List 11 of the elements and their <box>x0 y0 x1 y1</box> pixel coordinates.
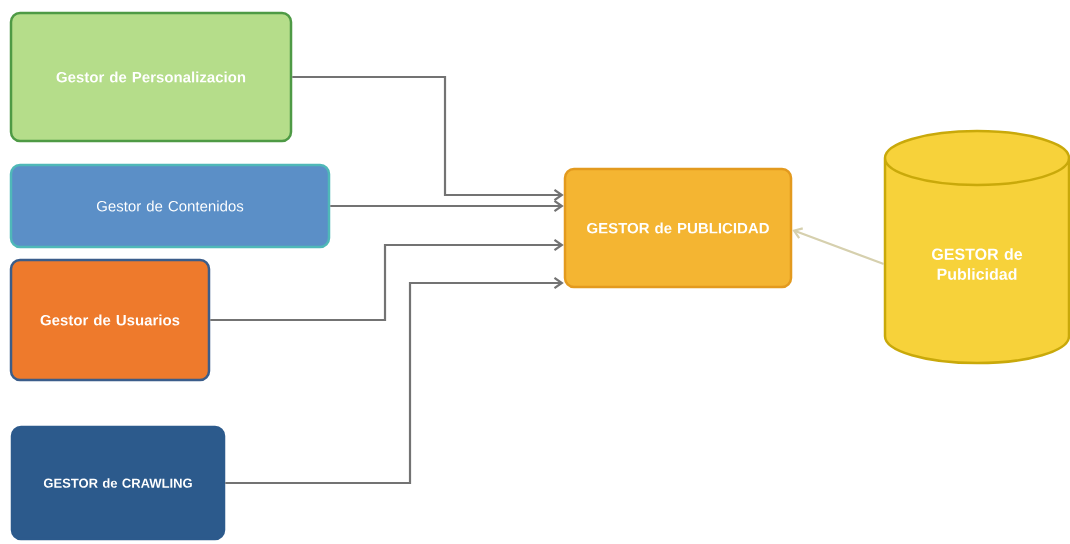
arrow <box>330 199 564 213</box>
arrow <box>210 238 564 322</box>
process-box: Gestor de Contenidos <box>9 163 331 249</box>
arrow <box>792 227 885 266</box>
arrow <box>225 276 564 485</box>
arrow <box>292 75 564 202</box>
process-box: Gestor de Personalizacion <box>9 11 293 143</box>
database-cylinder: GESTOR de Publicidad <box>883 129 1070 365</box>
process-box: GESTOR de CRAWLING <box>10 425 226 541</box>
process-box: Gestor de Usuarios <box>9 258 211 382</box>
process-box: GESTOR de PUBLICIDAD <box>563 167 793 289</box>
